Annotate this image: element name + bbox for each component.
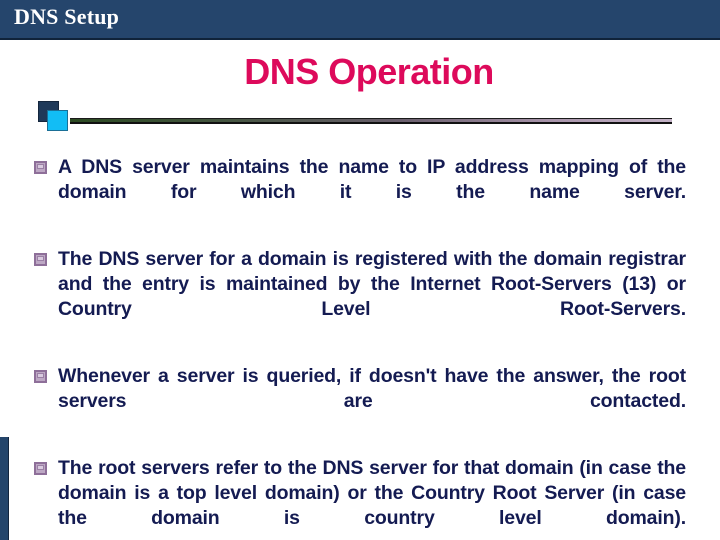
list-item-text: A DNS server maintains the name to IP ad… <box>58 156 686 203</box>
left-accent-bar <box>0 437 9 540</box>
list-item: Whenever a server is queried, if doesn't… <box>34 364 686 439</box>
list-item: The DNS server for a domain is registere… <box>34 247 686 347</box>
slide-header-band: DNS Setup <box>0 0 720 40</box>
title-divider-rule <box>70 118 672 124</box>
slide-header-title: DNS Setup <box>14 4 120 29</box>
list-item: A DNS server maintains the name to IP ad… <box>34 155 686 230</box>
monitor-bullet-icon <box>34 370 47 383</box>
monitor-bullet-icon <box>34 253 47 266</box>
page-title: DNS Operation <box>244 51 494 92</box>
decor-square-cyan-icon <box>47 110 68 131</box>
bullet-list: A DNS server maintains the name to IP ad… <box>34 155 686 540</box>
list-item: The root servers refer to the DNS server… <box>34 456 686 540</box>
monitor-bullet-icon <box>34 161 47 174</box>
list-item-text: The root servers refer to the DNS server… <box>58 457 686 529</box>
monitor-bullet-icon <box>34 462 47 475</box>
list-item-text: The DNS server for a domain is registere… <box>58 248 686 320</box>
list-item-text: Whenever a server is queried, if doesn't… <box>58 365 686 412</box>
